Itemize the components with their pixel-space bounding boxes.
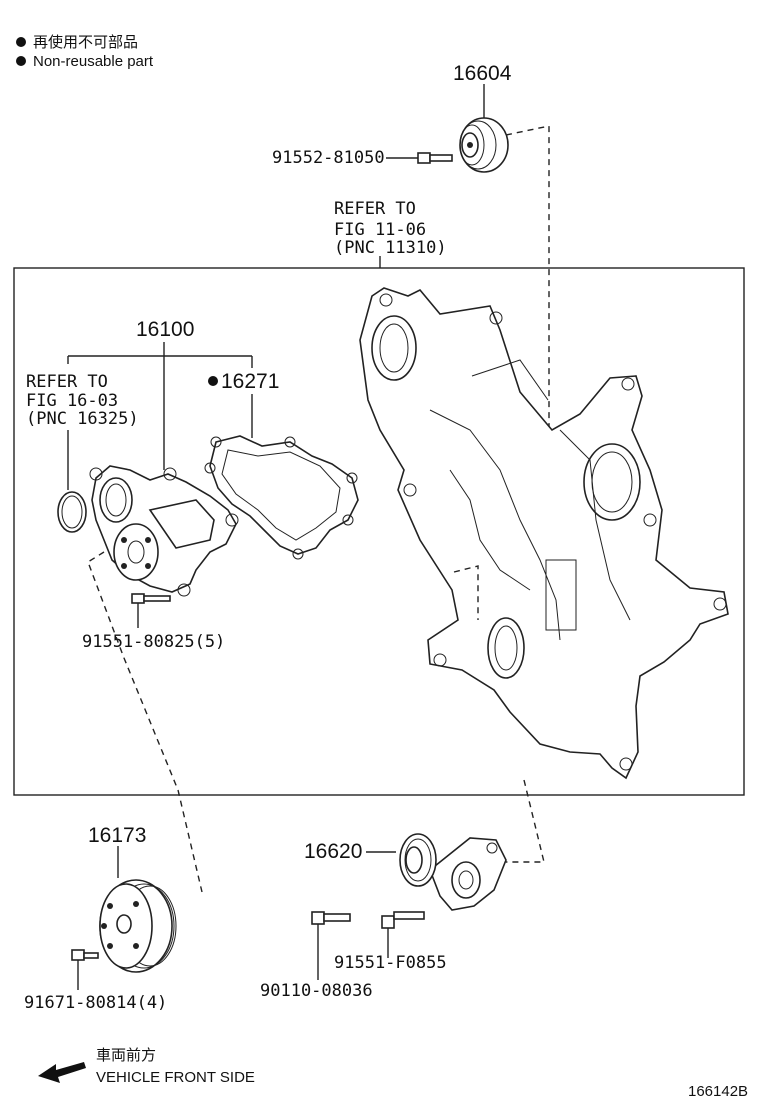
gasket-16271[interactable]: 16271 [204, 370, 359, 560]
non-reusable-bullet-icon [16, 56, 26, 66]
label-16271: 16271 [221, 370, 279, 393]
label-91552-81050: 91552-81050 [272, 148, 385, 168]
label-16100: 16100 [136, 318, 194, 341]
bolt-91671-80814[interactable]: 91671-80814(4) [24, 949, 167, 1013]
o-ring[interactable] [57, 491, 87, 533]
crank-pulley-16173[interactable]: 16173 [88, 824, 177, 973]
vehicle-front-indicator: 車両前方 VEHICLE FRONT SIDE [38, 1047, 255, 1086]
tensioner-16620[interactable]: 16620 [304, 833, 507, 911]
svg-text:(PNC 11310): (PNC 11310) [334, 238, 447, 258]
non-reusable-bullet-icon [208, 376, 218, 386]
figure-code: 166142B [688, 1083, 748, 1100]
svg-text:FIG 16-03: FIG 16-03 [26, 391, 118, 411]
refer-timing-cover: REFER TO FIG 11-06 (PNC 11310) [334, 199, 447, 268]
non-reusable-bullet-icon [16, 37, 26, 47]
svg-text:(PNC 16325): (PNC 16325) [26, 409, 139, 429]
label-16620: 16620 [304, 840, 362, 863]
label-91671-80814: 91671-80814(4) [24, 993, 167, 1013]
label-91551-F0855: 91551-F0855 [334, 953, 447, 973]
water-pump-assembly-label: 16100 [67, 318, 253, 470]
front-arrow-icon [38, 1062, 86, 1083]
svg-text:FIG 11-06: FIG 11-06 [334, 220, 426, 240]
bolt-90110-08036[interactable]: 90110-08036 [260, 911, 373, 1001]
svg-text:VEHICLE FRONT SIDE: VEHICLE FRONT SIDE [96, 1069, 255, 1086]
label-16604: 16604 [453, 62, 512, 85]
bolt-91552-81050[interactable]: 91552-81050 [272, 148, 453, 168]
label-91551-80825: 91551-80825(5) [82, 632, 225, 652]
label-90110-08036: 90110-08036 [260, 981, 373, 1001]
label-16173: 16173 [88, 824, 146, 847]
idler-pulley-16604[interactable]: 16604 [453, 62, 512, 173]
water-pump-16100[interactable] [89, 465, 239, 597]
legend: 再使用不可部品 Non-reusable part [16, 34, 154, 70]
bolt-91551-80825[interactable]: 91551-80825(5) [82, 593, 225, 652]
legend-en: Non-reusable part [33, 53, 154, 70]
svg-text:車両前方: 車両前方 [96, 1047, 156, 1064]
timing-chain-cover [359, 287, 729, 780]
refer-o-ring: REFER TO FIG 16-03 (PNC 16325) [26, 372, 139, 490]
assembly-frame [13, 267, 745, 796]
legend-ja: 再使用不可部品 [33, 34, 138, 51]
svg-text:REFER TO: REFER TO [334, 199, 416, 219]
bolt-91551-F0855[interactable]: 91551-F0855 [334, 911, 447, 973]
svg-text:REFER TO: REFER TO [26, 372, 108, 392]
